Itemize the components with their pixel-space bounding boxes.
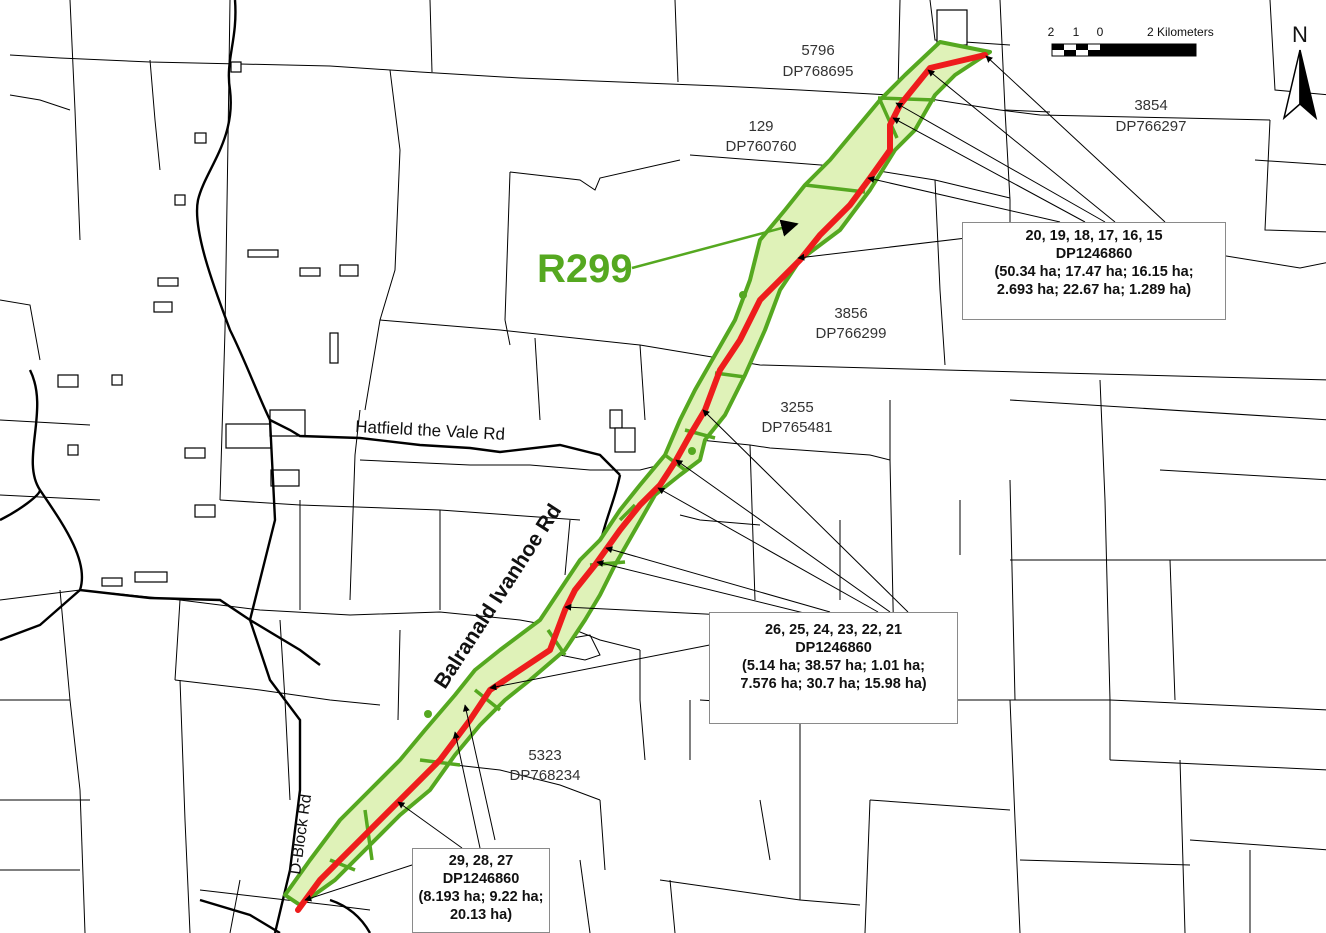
scale-bar: 2 1 0 2 Kilometers <box>1048 25 1214 57</box>
r299-pointer-line <box>631 219 799 270</box>
callout-dp: DP1246860 <box>795 640 872 656</box>
north-arrow-label: N <box>1292 22 1308 47</box>
lot-label-dp: DP766297 <box>1116 118 1187 135</box>
callout-areas-line-2: 20.13 ha) <box>449 907 513 923</box>
callout-areas-line-1: (5.14 ha; 38.57 ha; 1.01 ha; <box>742 658 925 674</box>
route-label: R299 <box>537 247 633 291</box>
lot-label-number: 3854 <box>1134 97 1167 114</box>
lot-label-dp: DP760760 <box>726 138 797 155</box>
callout-dp: DP1246860 <box>1055 246 1133 262</box>
lot-labels: 5796 DP768695 129 DP760760 3854 DP766297… <box>510 42 1187 784</box>
callout-lot-numbers: 20, 19, 18, 17, 16, 15 <box>1025 228 1163 244</box>
lot-label-number: 5796 <box>801 42 834 59</box>
callout-areas-line-2: 2.693 ha; 22.67 ha; 1.289 ha) <box>996 282 1192 298</box>
callout-dp: DP1246860 <box>442 871 520 887</box>
lot-label-number: 3856 <box>834 305 867 322</box>
lot-label-number: 5323 <box>528 747 561 764</box>
roads <box>0 0 622 933</box>
lot-label-number: 3255 <box>780 399 813 416</box>
structures <box>57 9 968 587</box>
callout-lots-21-26: 26, 25, 24, 23, 22, 21 DP1246860 (5.14 h… <box>709 612 958 724</box>
callout-lots-27-29: 29, 28, 27 DP1246860 (8.193 ha; 9.22 ha;… <box>412 848 550 933</box>
north-arrow: N <box>1282 22 1318 121</box>
callout-leader-lines <box>304 55 1166 902</box>
callout-areas-line-1: (8.193 ha; 9.22 ha; <box>418 889 544 905</box>
callout-areas-line-1: (50.34 ha; 17.47 ha; 16.15 ha; <box>994 264 1194 280</box>
lot-label-dp: DP768695 <box>783 63 854 80</box>
lot-label-dp: DP766299 <box>816 325 887 342</box>
scale-tick-0: 0 <box>1097 25 1104 39</box>
scale-tick-2: 2 <box>1048 25 1055 39</box>
callout-lots-15-20: 20, 19, 18, 17, 16, 15 DP1246860 (50.34 … <box>962 222 1226 320</box>
lot-label-number: 129 <box>748 118 773 135</box>
lot-label-dp: DP765481 <box>762 419 833 436</box>
callout-lot-numbers: 29, 28, 27 <box>448 853 514 869</box>
scale-unit-label: 2 Kilometers <box>1147 25 1214 39</box>
callout-lot-numbers: 26, 25, 24, 23, 22, 21 <box>764 622 903 638</box>
scale-tick-1: 1 <box>1073 25 1080 39</box>
callout-areas-line-2: 7.576 ha; 30.7 ha; 15.98 ha) <box>740 676 927 692</box>
lot-label-dp: DP768234 <box>510 767 581 784</box>
